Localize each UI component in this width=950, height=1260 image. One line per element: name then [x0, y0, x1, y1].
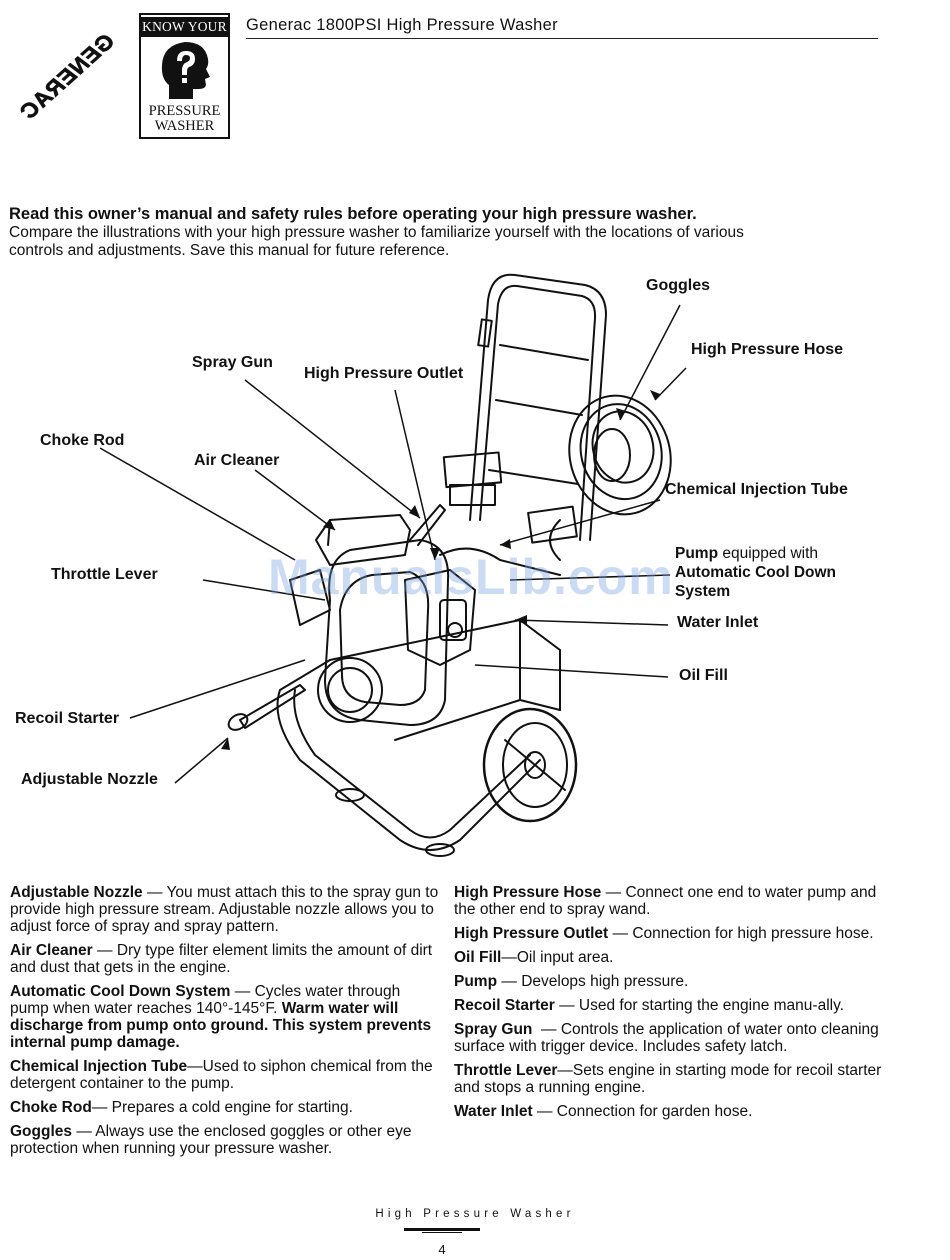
intro-bold-line: Read this owner’s manual and safety rule… — [9, 205, 697, 223]
recoil-starter-cover — [317, 657, 383, 723]
definitions-left-column: Adjustable Nozzle — You must attach this… — [10, 884, 440, 1164]
definition-term: High Pressure Outlet — [454, 925, 609, 942]
watermark: ManualsLib.com — [268, 549, 674, 605]
definition-item: Throttle Lever—Sets engine in starting m… — [454, 1062, 884, 1096]
definition-separator: — — [92, 942, 117, 959]
definition-item: Water Inlet — Connection for garden hose… — [454, 1103, 884, 1120]
definition-term: Water Inlet — [454, 1103, 533, 1120]
spray-wand — [239, 684, 306, 729]
definition-item: Oil Fill—Oil input area. — [454, 949, 884, 966]
definition-term: Recoil Starter — [454, 997, 555, 1014]
badge-top-text: KNOW YOUR — [141, 17, 228, 37]
label-water-inlet: Water Inlet — [677, 614, 759, 631]
definition-text: Sets engine in starting mode for recoil … — [454, 1062, 882, 1096]
definition-text: Oil input area. — [516, 949, 614, 966]
definition-term: Oil Fill — [454, 949, 502, 966]
intro-line-1: Compare the illustrations with your high… — [9, 223, 744, 241]
label-choke-rod: Choke Rod — [40, 432, 125, 449]
definition-separator: — — [230, 983, 255, 1000]
definition-text: Connection for garden hose. — [556, 1103, 753, 1120]
definition-item: Air Cleaner — Dry type filter element li… — [10, 942, 440, 976]
header-rule — [246, 38, 878, 39]
label-high-pressure-outlet: High Pressure Outlet — [304, 365, 464, 382]
know-your-pressure-washer-badge: KNOW YOUR PRESSURE WASHER — [139, 13, 230, 139]
head-question-icon — [161, 42, 210, 99]
definition-item: Spray Gun — Controls the application of … — [454, 1021, 884, 1055]
definition-separator: — — [187, 1058, 203, 1075]
label-pump: Pump equipped with Automatic Cool Down S… — [675, 545, 837, 600]
footer-rule — [404, 1228, 480, 1231]
definition-text: Develops high pressure. — [521, 973, 689, 990]
definition-term: Choke Rod — [10, 1099, 92, 1116]
definition-text: Connection for high pressure hose. — [632, 925, 874, 942]
definition-term: Throttle Lever — [454, 1062, 558, 1079]
definition-separator: — — [72, 1123, 96, 1140]
hose-reel — [568, 394, 672, 516]
definitions-right-column: High Pressure Hose — Connect one end to … — [454, 884, 884, 1127]
label-spray-gun: Spray Gun — [192, 354, 273, 371]
definition-separator: — — [497, 973, 522, 990]
definition-text: Used for starting the engine manu-ally. — [578, 997, 844, 1014]
definition-separator: — — [601, 884, 626, 901]
definition-term: Automatic Cool Down System — [10, 983, 231, 1000]
definition-separator: — — [142, 884, 167, 901]
label-oil-fill: Oil Fill — [679, 667, 728, 684]
definition-text: Always use the enclosed goggles or other… — [10, 1123, 412, 1157]
definition-warning: Warm water will discharge from pump onto… — [10, 1000, 432, 1051]
definition-term: Air Cleaner — [10, 942, 93, 959]
document-title: Generac 1800PSI High Pressure Washer — [246, 16, 558, 34]
definition-separator: — — [532, 1021, 561, 1038]
definition-item: Automatic Cool Down System — Cycles wate… — [10, 983, 440, 1051]
engine-block — [324, 539, 450, 726]
pump-housing — [404, 569, 476, 666]
pressure-washer-diagram — [99, 273, 687, 857]
definition-item: Choke Rod— Prepares a cold engine for st… — [10, 1099, 440, 1116]
wheel — [482, 707, 578, 823]
definition-term: Goggles — [10, 1123, 73, 1140]
definition-text: Dry type filter element limits the amoun… — [10, 942, 433, 976]
label-throttle-lever: Throttle Lever — [51, 566, 158, 583]
definition-separator: — — [532, 1103, 557, 1120]
label-chemical-injection-tube: Chemical Injection Tube — [665, 481, 848, 498]
label-adjustable-nozzle: Adjustable Nozzle — [21, 771, 158, 788]
intro-text: Read this owner’s manual and safety rule… — [9, 205, 909, 261]
label-high-pressure-hose: High Pressure Hose — [691, 341, 844, 358]
definition-item: Recoil Starter — Used for starting the e… — [454, 997, 884, 1014]
definition-term: Pump — [454, 973, 498, 990]
intro-line-2: controls and adjustments. Save this manu… — [9, 242, 450, 259]
definition-item: High Pressure Hose — Connect one end to … — [454, 884, 884, 918]
generac-logo: GENERAC — [15, 28, 120, 126]
definition-term: Adjustable Nozzle — [10, 884, 143, 901]
nozzle — [227, 713, 249, 731]
definition-text: Prepares a cold engine for starting. — [111, 1099, 353, 1116]
definition-separator: — — [91, 1099, 112, 1116]
definition-separator: — — [608, 925, 633, 942]
frame-handle — [469, 273, 607, 541]
footer-title: High Pressure Washer — [375, 1208, 575, 1220]
definition-text: You must attach this to the spray gun to… — [10, 884, 439, 935]
definition-separator: — — [501, 949, 517, 966]
definition-term: High Pressure Hose — [454, 884, 602, 901]
definition-term: Chemical Injection Tube — [10, 1058, 188, 1075]
frame-base — [276, 689, 541, 851]
definition-item: High Pressure Outlet — Connection for hi… — [454, 925, 884, 942]
label-recoil-starter: Recoil Starter — [15, 710, 120, 727]
definition-term: Spray Gun — [454, 1021, 533, 1038]
definition-item: Goggles — Always use the enclosed goggle… — [10, 1123, 440, 1157]
label-air-cleaner: Air Cleaner — [194, 452, 280, 469]
definition-separator: — — [557, 1062, 573, 1079]
definition-text: Connect one end to water pump and the ot… — [454, 884, 877, 918]
definition-item: Adjustable Nozzle — You must attach this… — [10, 884, 440, 935]
footer-rule-thin — [422, 1232, 462, 1233]
definition-separator: — — [554, 997, 579, 1014]
badge-bottom-text: PRESSURE WASHER — [148, 103, 221, 134]
svg-text:GENERAC: GENERAC — [15, 28, 119, 125]
definition-item: Pump — Develops high pressure. — [454, 973, 884, 990]
page-number: 4 — [438, 1242, 446, 1257]
definition-text: Cycles water through pump when water rea… — [10, 983, 401, 1017]
label-goggles: Goggles — [646, 277, 711, 294]
definition-text: Controls the application of water onto c… — [454, 1021, 879, 1055]
definition-text: Used to siphon chemical from the deterge… — [10, 1058, 433, 1092]
definition-item: Chemical Injection Tube—Used to siphon c… — [10, 1058, 440, 1092]
